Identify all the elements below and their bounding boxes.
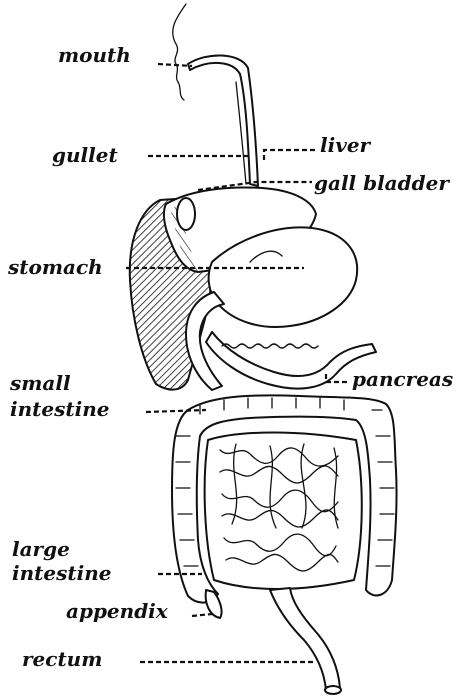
label-pancreas: pancreas: [352, 367, 453, 391]
label-large-intestine-line2: intestine: [12, 561, 111, 585]
leader-appendix: [192, 614, 212, 616]
rectum: [270, 588, 340, 690]
rectum-end: [325, 686, 341, 694]
pancreas: [206, 332, 376, 389]
label-large-intestine-line1: large: [12, 537, 70, 561]
leader-liver: [264, 150, 316, 160]
leader-mouth: [158, 64, 192, 66]
gullet-tube: [188, 55, 258, 186]
label-rectum: rectum: [22, 647, 102, 671]
small-intestine-coils: [205, 433, 362, 590]
label-small-intestine-line2: intestine: [10, 397, 109, 421]
gall-bladder: [177, 198, 195, 230]
label-gullet: gullet: [52, 143, 118, 167]
label-mouth: mouth: [58, 43, 131, 67]
label-small-intestine-line1: small: [9, 371, 71, 395]
label-liver: liver: [320, 133, 372, 157]
label-stomach: stomach: [7, 255, 103, 279]
pancreas-texture: [222, 344, 318, 348]
label-gall-bladder: gall bladder: [314, 171, 450, 195]
label-appendix: appendix: [66, 599, 169, 623]
face-profile: [173, 4, 186, 100]
